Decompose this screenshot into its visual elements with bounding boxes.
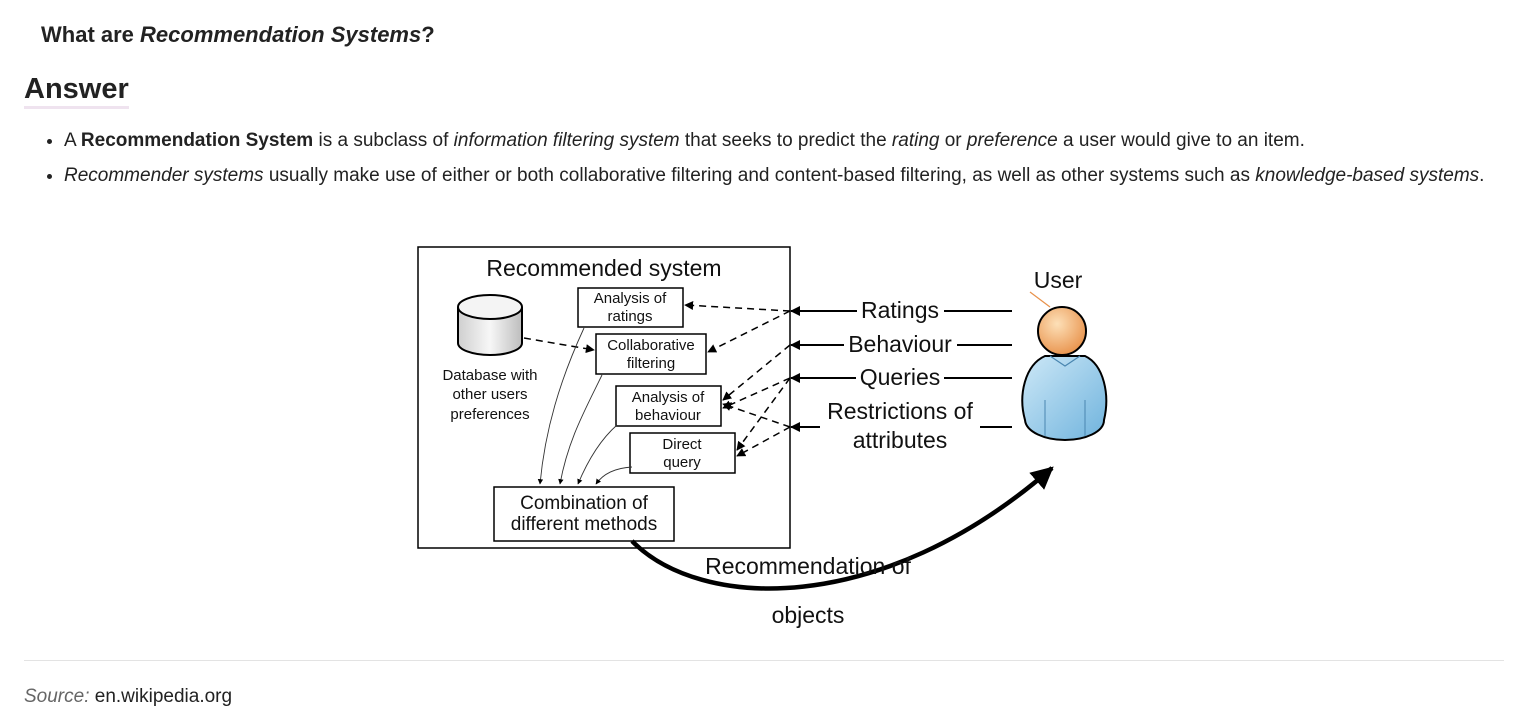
collaborative-filtering-box [595, 333, 707, 375]
db-label-line2: other users [452, 386, 527, 403]
collaborative-filtering-line2: filtering [627, 355, 675, 372]
database-icon [457, 294, 523, 356]
analysis-ratings-box [577, 287, 684, 328]
direct-query-line1: Direct [662, 436, 702, 453]
dash-restrictions-to-direct-query [736, 426, 791, 457]
divider [24, 660, 1504, 661]
collaborative-filtering-line1: Collaborative [607, 337, 695, 354]
text: . [1479, 165, 1485, 186]
dash-queries-to-analysis-behaviour [722, 377, 791, 409]
answer-heading: Answer [24, 72, 129, 109]
text: is a subclass of [313, 130, 454, 151]
recommendation-system-diagram: Recommended system Database with other u… [400, 236, 1130, 636]
db-label-line3: preferences [450, 406, 529, 423]
input-behaviour: Behaviour [848, 331, 952, 357]
query-to-combination-arrow [595, 466, 633, 485]
dash-restrictions-to-analysis-behaviour [722, 402, 791, 428]
source-label: Source: [24, 686, 90, 707]
text: A [64, 130, 81, 151]
direct-query-box [629, 432, 736, 474]
term-knowledge-based: knowledge-based systems [1255, 165, 1480, 186]
term-recommendation-system: Recommendation System [80, 130, 314, 151]
question-term: Recommendation Systems [140, 22, 422, 47]
input-queries: Queries [860, 364, 941, 390]
term-rating: rating [891, 130, 940, 151]
text: a user would give to an item. [1057, 130, 1305, 151]
analysis-ratings-line1: Analysis of [594, 290, 667, 307]
analysis-behaviour-line2: behaviour [635, 407, 701, 424]
bullet-methods: Recommender systems usually make use of … [64, 161, 1504, 191]
behaviour-to-combination-arrow [577, 424, 618, 485]
ratings-to-combination-arrow [537, 327, 585, 485]
dash-behaviour-to-analysis-behaviour [722, 344, 791, 401]
term-recommender-systems: Recommender systems [64, 165, 264, 186]
combination-box [493, 486, 675, 542]
db-to-collab-arrow [523, 337, 595, 354]
combination-line1: Combination of [520, 493, 649, 514]
user-label: User [1034, 267, 1083, 293]
source-line: Source: en.wikipedia.org [24, 686, 232, 708]
analysis-ratings-line2: ratings [607, 308, 652, 325]
direct-query-line2: query [663, 454, 701, 471]
dash-queries-to-direct-query [736, 377, 791, 451]
source-link[interactable]: en.wikipedia.org [94, 686, 233, 707]
question-heading: What are Recommendation Systems? [41, 22, 435, 48]
analysis-behaviour-line1: Analysis of [632, 389, 705, 406]
combination-line2: different methods [511, 514, 657, 535]
recommendation-line2: objects [772, 602, 845, 628]
user-icon [1021, 306, 1108, 442]
text: usually make use of either or both colla… [263, 165, 1256, 186]
system-box [417, 246, 791, 549]
recommendation-arrow [630, 466, 1054, 591]
db-label-line1: Database with [442, 367, 537, 384]
answer-bullet-list: A Recommendation System is a subclass of… [40, 126, 1504, 196]
recommendation-line1: Recommendation of [705, 553, 911, 579]
input-restrictions-line1: Restrictions of [827, 398, 973, 424]
term-information-filtering: information filtering system [453, 130, 680, 151]
analysis-behaviour-box [615, 385, 722, 427]
text: that seeks to predict the [679, 130, 892, 151]
question-prefix: What are [41, 22, 141, 47]
text: or [939, 130, 967, 151]
question-suffix: ? [421, 22, 435, 47]
term-preference: preference [966, 130, 1058, 151]
dash-ratings-to-collab [707, 310, 791, 353]
user-label-leader [1029, 291, 1051, 308]
dash-ratings-to-analysis-ratings [684, 300, 791, 312]
input-restrictions-line2: attributes [853, 427, 948, 453]
system-title: Recommended system [486, 255, 721, 281]
input-ratings: Ratings [861, 297, 939, 323]
collab-to-combination-arrow [558, 374, 603, 485]
bullet-definition: A Recommendation System is a subclass of… [64, 126, 1504, 156]
